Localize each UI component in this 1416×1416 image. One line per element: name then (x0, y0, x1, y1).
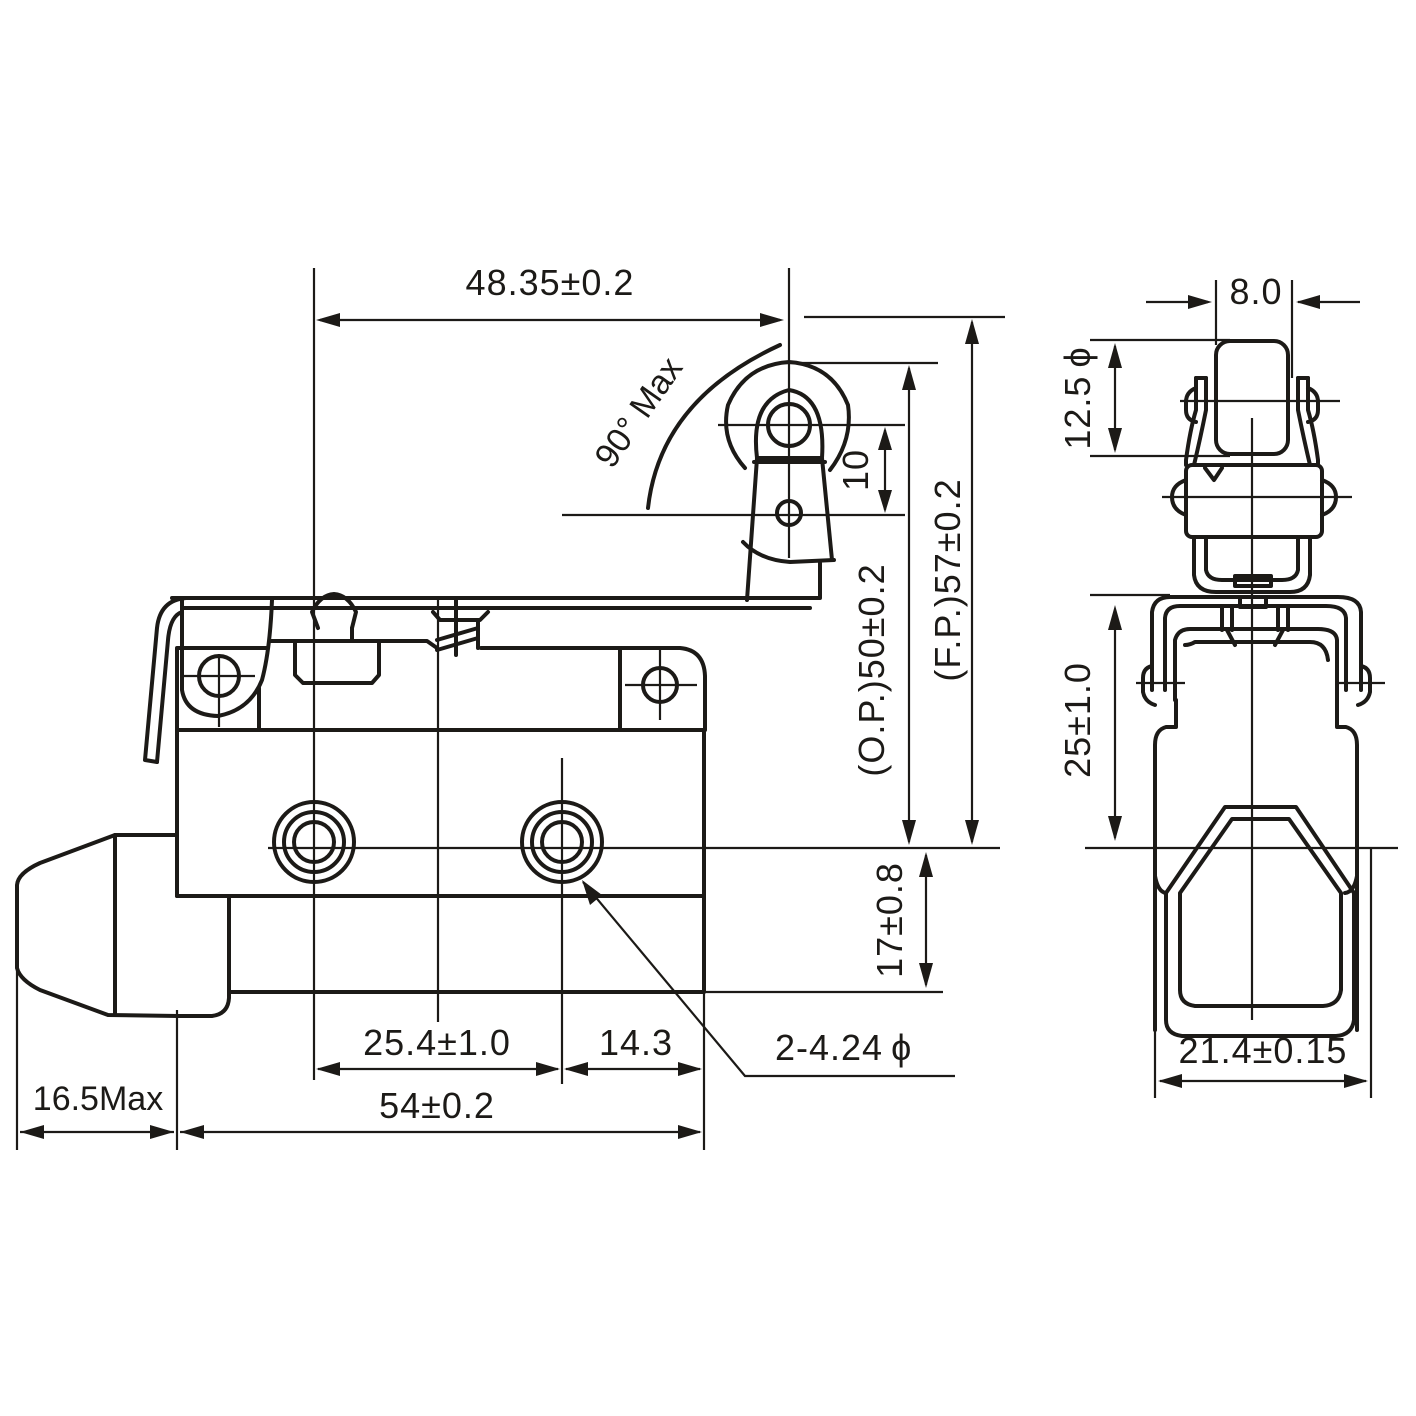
dim-boot-length: 16.5Max (33, 1080, 163, 1118)
dim-lever-reach: 48.35±0.2 (466, 262, 635, 303)
mount-holes-value: 2-4.24 (775, 1027, 883, 1068)
dim-free-position: (F.P.)57±0.2 (927, 478, 968, 681)
roller-diameter-value: 12.5 (1057, 376, 1098, 450)
switch-body (143, 561, 822, 994)
diameter-symbol: ϕ (1057, 346, 1098, 367)
dim-pivot-height: 25±1.0 (1057, 662, 1098, 778)
dim-body-length: 54±0.2 (379, 1085, 495, 1126)
dim-roller-diameter: 12.5 ϕ (1057, 346, 1098, 449)
dim-roller-width: 8.0 (1229, 271, 1282, 312)
dim-operating-position: (O.P.)50±0.2 (851, 563, 892, 776)
roller-holder (1184, 463, 1324, 539)
dim-hole-spacing: 25.4±1.0 (363, 1022, 511, 1063)
dim-lever-angle: 90° Max (587, 350, 690, 474)
dim-mount-hole-height: 17±0.8 (869, 862, 910, 978)
side-body (1153, 698, 1178, 1032)
dim-roller-offset: 10 (835, 449, 876, 491)
diameter-symbol: ϕ (891, 1027, 912, 1068)
center-lines (15, 268, 1005, 1150)
boot-cap (15, 833, 231, 1018)
dim-hole-to-edge: 14.3 (599, 1022, 673, 1063)
side-view: 8.0 12.5 ϕ 25±1.0 21.4±0.15 (1057, 271, 1398, 1098)
dim-body-width: 21.4±0.15 (1179, 1030, 1348, 1071)
dimension-lines (20, 313, 979, 1139)
front-view: 48.35±0.2 90° Max 10 (O.P.)50±0.2 (F.P.)… (15, 262, 1005, 1150)
